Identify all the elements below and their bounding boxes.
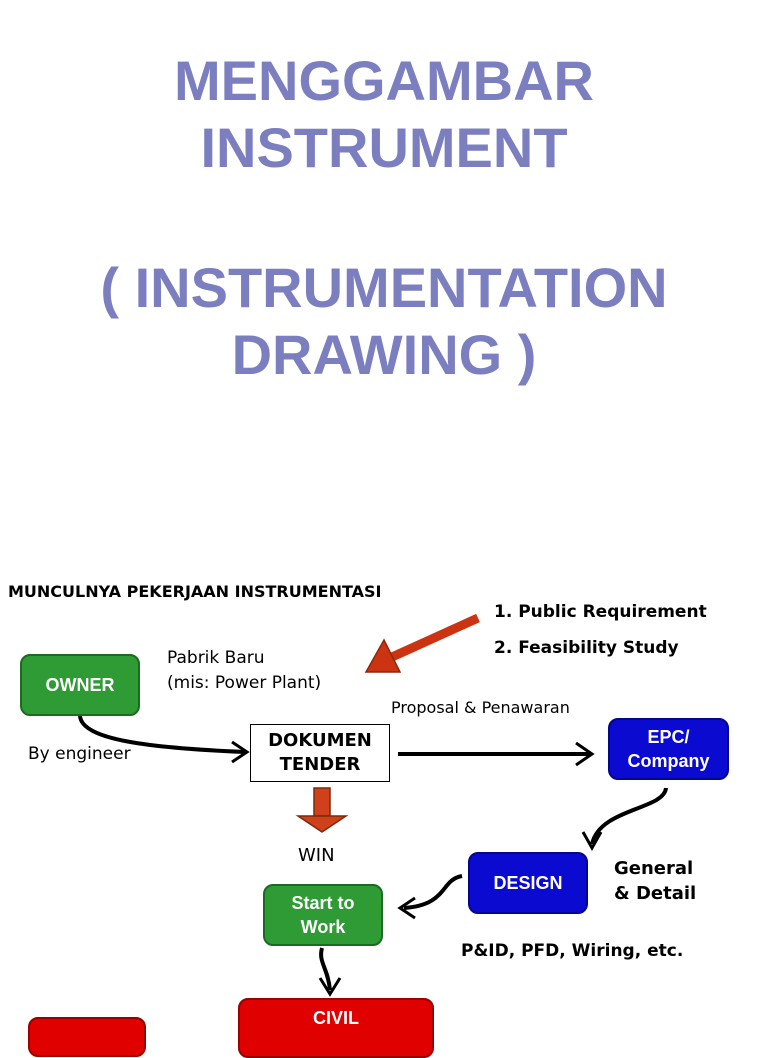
epc-company-box: EPC/ Company	[608, 718, 729, 780]
win-label: WIN	[298, 845, 335, 866]
epc-label: EPC/	[647, 727, 690, 747]
start-to-civil-arrowhead	[318, 977, 342, 997]
title-line-4: DRAWING )	[231, 323, 537, 386]
tender-down-arrow	[295, 787, 349, 833]
civil-box: CIVIL	[238, 998, 434, 1058]
by-engineer-label: By engineer	[28, 744, 131, 764]
epc-to-design-arrowhead	[581, 831, 603, 852]
owner-to-tender-arrow	[78, 715, 246, 754]
owner-to-tender-arrowhead	[231, 740, 250, 764]
requirement-item-1: 1. Public Requirement	[494, 602, 707, 622]
tender-to-epc-arrowhead	[575, 741, 595, 767]
epc-to-design-arrow	[590, 787, 668, 845]
tender-label: TENDER	[279, 754, 361, 775]
title-line-1: MENGGAMBAR	[174, 49, 594, 112]
dokumen-label: DOKUMEN	[268, 730, 372, 751]
owner-box-label: OWNER	[45, 674, 115, 695]
start-to-label: Start to	[291, 893, 355, 913]
design-to-start-arrowhead	[397, 896, 416, 920]
red-pointer-arrow	[364, 613, 480, 673]
diagram-heading: MUNCULNYA PEKERJAAN INSTRUMENTASI	[8, 582, 382, 601]
design-to-start-arrow	[403, 874, 463, 910]
detail-label: & Detail	[614, 883, 697, 904]
pid-label: P&ID, PFD, Wiring, etc.	[461, 941, 684, 961]
power-plant-label: (mis: Power Plant)	[167, 673, 322, 693]
company-label: Company	[627, 751, 710, 771]
owner-box: OWNER	[20, 654, 140, 716]
work-label: Work	[300, 917, 346, 937]
title-line-3: ( INSTRUMENTATION	[100, 256, 668, 319]
requirement-item-2: 2. Feasibility Study	[494, 638, 679, 658]
proposal-label: Proposal & Penawaran	[391, 698, 570, 717]
start-to-civil-arrow	[319, 947, 332, 991]
civil-label: CIVIL	[312, 1008, 359, 1028]
dokumen-tender-box: DOKUMEN TENDER	[250, 724, 390, 782]
design-box: DESIGN	[468, 852, 588, 914]
start-to-work-box: Start to Work	[263, 884, 383, 946]
diagram-connectors	[78, 613, 668, 997]
partial-red-box	[28, 1017, 146, 1057]
title-line-2: INSTRUMENT	[200, 116, 568, 179]
general-label: General	[614, 858, 694, 879]
pabrik-baru-label: Pabrik Baru	[167, 648, 265, 668]
design-label: DESIGN	[493, 872, 563, 893]
